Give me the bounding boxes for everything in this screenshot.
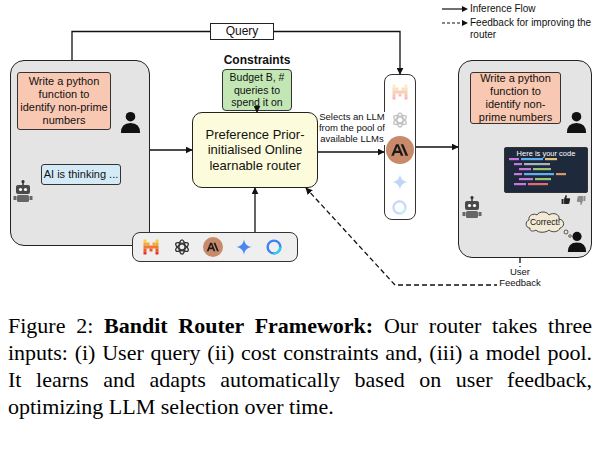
thought-dot xyxy=(564,230,568,234)
user-prompt-box: Write a python function to identify non-… xyxy=(470,72,561,124)
openai-logo xyxy=(174,240,189,254)
anthropic-logo xyxy=(386,136,414,164)
robot-icon xyxy=(463,196,482,218)
legend-item: Feedback for improving the router xyxy=(440,17,595,41)
user-icon xyxy=(568,232,586,252)
caption-part: Figure 2: xyxy=(8,313,93,338)
node-text: AI is thinking ... xyxy=(44,168,119,181)
anthropic-logo xyxy=(203,237,223,257)
legend-line xyxy=(442,22,463,23)
thumbs-down-glyph xyxy=(577,196,586,205)
thought-dot xyxy=(569,235,572,238)
model-pool-logos xyxy=(144,237,281,257)
legend-arrowhead xyxy=(462,6,468,12)
flow-arrow xyxy=(72,32,210,61)
chat-panel: Write a python function to identify non-… xyxy=(10,60,150,246)
mistral-logo xyxy=(393,85,408,100)
node-layer: QueryWrite a python function to identify… xyxy=(0,0,600,305)
constraints-box: ConstraintsBudget B, # queries to spend … xyxy=(222,69,292,111)
flow-arrow xyxy=(416,146,458,147)
legend-arrowhead xyxy=(462,20,468,26)
flow-arrow xyxy=(254,188,255,232)
gemini-logo xyxy=(392,174,408,190)
legend-text: Feedback for improving the router xyxy=(470,17,595,41)
gemini-logo xyxy=(236,239,252,255)
robot-icon xyxy=(14,180,33,202)
diagram-stage: QueryWrite a python function to identify… xyxy=(0,0,600,305)
node-text: Query xyxy=(226,24,259,38)
thumbs-down-icon xyxy=(577,196,586,205)
solid-arrow-sample xyxy=(440,3,470,15)
model-column-logos xyxy=(386,85,414,214)
code-box: Here is your code xyxy=(504,147,588,193)
edge-label: User Feedback xyxy=(497,267,543,289)
model-column xyxy=(384,74,416,220)
thought-bubble-shape xyxy=(526,212,564,232)
user-icon xyxy=(567,112,586,133)
flow-arrow xyxy=(150,149,192,150)
router-box: Preference Prior-initialised Online lear… xyxy=(192,112,318,188)
node-text: Correct! xyxy=(530,217,560,227)
query-box: Query xyxy=(210,23,274,40)
node-text: Preference Prior-initialised Online lear… xyxy=(197,127,313,173)
user-icon xyxy=(121,112,140,133)
model-pool-bar xyxy=(132,232,298,262)
user-prompt-box: Write a python function to identify non-… xyxy=(17,72,111,130)
openai-logo xyxy=(392,113,407,127)
figure-caption: Figure 2: Bandit Router Framework: Our r… xyxy=(8,312,592,420)
feedback-arrow xyxy=(306,188,520,285)
model-logo xyxy=(268,241,281,254)
dashed-arrow-sample xyxy=(440,17,470,29)
model-logo xyxy=(393,201,405,213)
node-heading: Constraints xyxy=(224,53,291,67)
flow-arrow xyxy=(274,32,400,75)
node-text: Write a python function to identify non-… xyxy=(20,75,108,127)
chat-panel: Write a python function to identify non-… xyxy=(458,60,592,258)
legend-line xyxy=(442,8,463,9)
edge-label: Selects an LLM from the pool of availabl… xyxy=(318,112,386,145)
assistant-message-box: AI is thinking ... xyxy=(41,164,121,185)
thumbs-up-icon xyxy=(562,195,571,204)
code-lines xyxy=(509,158,566,185)
mistral-logo xyxy=(144,240,159,255)
node-text: Here is your code xyxy=(517,150,576,159)
node-text: Budget B, # queries to spend it on xyxy=(225,71,289,108)
legend-text: Inference Flow xyxy=(470,3,536,15)
thought-bubble: Correct! xyxy=(524,211,566,233)
node-text: Write a python function to identify non-… xyxy=(473,72,558,124)
flow-arrow xyxy=(256,111,257,112)
legend-item: Inference Flow xyxy=(440,3,595,15)
caption-part: Bandit Router Framework: xyxy=(93,313,373,338)
flow-arrow xyxy=(318,151,384,152)
